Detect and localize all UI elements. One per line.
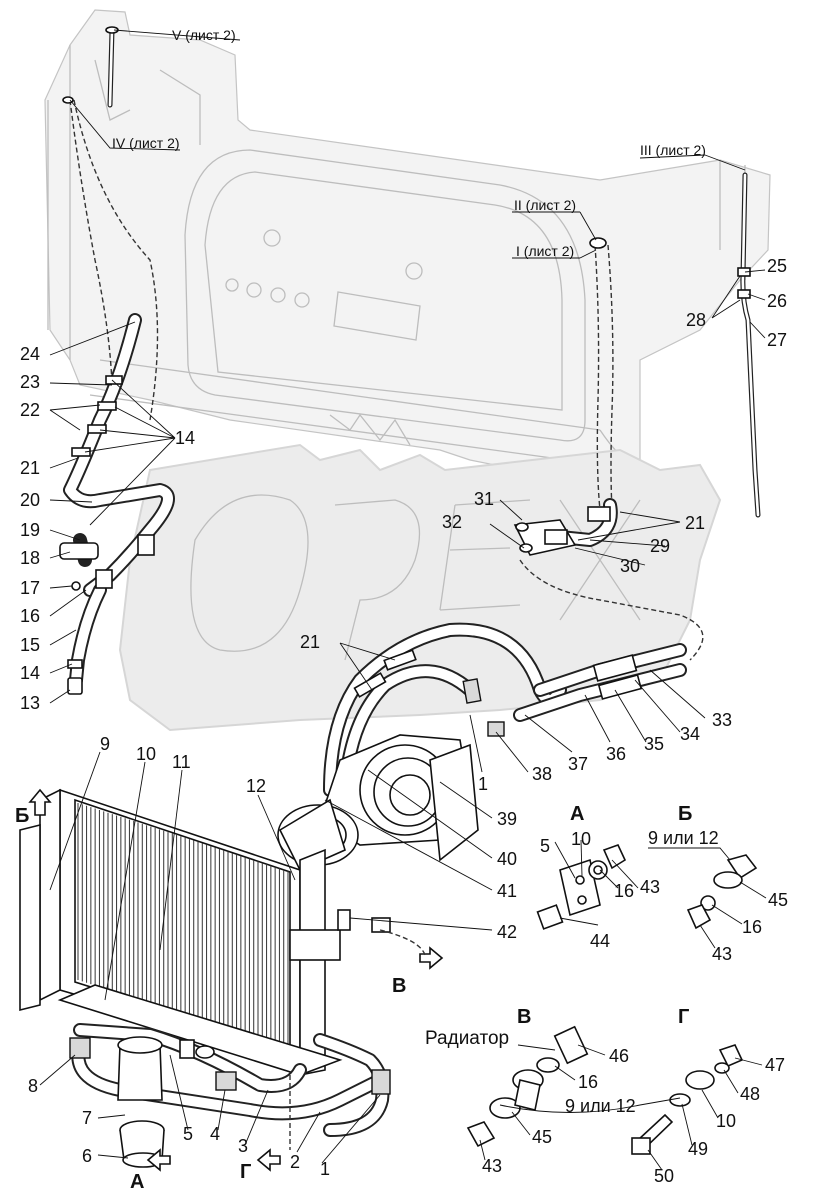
condenser-radiator <box>19 788 391 1076</box>
callout-16-view-v: 16 <box>578 1072 598 1092</box>
callout-38: 38 <box>532 764 552 784</box>
ref-iii-sheet2: III (лист 2) <box>640 142 706 158</box>
callout-26: 26 <box>767 291 787 311</box>
callout-28: 28 <box>686 310 706 330</box>
callout-10-view-g: 10 <box>716 1111 736 1131</box>
callout-23: 23 <box>20 372 40 392</box>
view-letter-g-arrow: Г <box>240 1161 251 1183</box>
bottom-hose-assembly <box>69 1023 391 1168</box>
view-letter-v-arrow: В <box>392 975 406 997</box>
callout-14-bottom: 14 <box>20 663 40 683</box>
callout-21-compressor: 21 <box>300 632 320 652</box>
callout-7: 7 <box>82 1108 92 1128</box>
callout-21-left: 21 <box>20 458 40 478</box>
callout-48: 48 <box>740 1084 760 1104</box>
callout-15: 15 <box>20 635 40 655</box>
callout-44: 44 <box>590 931 610 951</box>
callout-32: 32 <box>442 512 462 532</box>
compressor <box>277 734 479 872</box>
note-nine-or-twelve-v: 9 или 12 <box>565 1096 636 1116</box>
callout-4: 4 <box>210 1124 220 1144</box>
callout-14-top: 14 <box>175 428 195 448</box>
callout-22: 22 <box>20 400 40 420</box>
detail-view-g <box>631 1044 744 1155</box>
watermark-logo <box>118 443 722 732</box>
callout-43-view-v: 43 <box>482 1156 502 1176</box>
callout-18: 18 <box>20 548 40 568</box>
callout-16-left: 16 <box>20 606 40 626</box>
left-hose-assembly <box>59 26 175 695</box>
callout-46: 46 <box>609 1046 629 1066</box>
callout-29: 29 <box>650 536 670 556</box>
callout-3: 3 <box>238 1136 248 1156</box>
view-arrows <box>28 788 444 1172</box>
callout-45-view-v: 45 <box>532 1127 552 1147</box>
sheet-references: V (лист 2) IV (лист 2) III (лист 2) II (… <box>112 27 706 259</box>
callout-35: 35 <box>644 734 664 754</box>
callout-10: 10 <box>136 744 156 764</box>
view-title-g: Г <box>678 1006 689 1028</box>
callout-43-view-a: 43 <box>640 877 660 897</box>
detail-view-v <box>466 1025 589 1148</box>
callout-21-upper: 21 <box>685 513 705 533</box>
note-nine-or-twelve-b: 9 или 12 <box>648 828 719 848</box>
callout-25: 25 <box>767 256 787 276</box>
callout-20: 20 <box>20 490 40 510</box>
leader-lines <box>39 29 767 1171</box>
notes: Радиатор 9 или 12 9 или 12 <box>425 828 719 1116</box>
view-letter-a-arrow: А <box>130 1171 144 1193</box>
callout-39: 39 <box>497 809 517 829</box>
callout-31: 31 <box>474 489 494 509</box>
callout-6: 6 <box>82 1146 92 1166</box>
callout-37: 37 <box>568 754 588 774</box>
callout-27: 27 <box>767 330 787 350</box>
callout-50: 50 <box>654 1166 674 1186</box>
callout-numbers: 24 23 22 14 21 20 19 18 17 16 15 14 13 2… <box>20 256 788 1186</box>
callout-12: 12 <box>246 776 266 796</box>
callout-1-compressor: 1 <box>478 774 488 794</box>
callout-42: 42 <box>497 922 517 942</box>
note-radiator: Радиатор <box>425 1028 509 1049</box>
callout-5-view-a: 5 <box>540 836 550 856</box>
callout-30: 30 <box>620 556 640 576</box>
detail-view-a <box>536 844 627 930</box>
ref-v-sheet2: V (лист 2) <box>172 27 236 43</box>
callout-8: 8 <box>28 1076 38 1096</box>
callout-24: 24 <box>20 344 40 364</box>
callout-41: 41 <box>497 881 517 901</box>
callout-1-bottom: 1 <box>320 1159 330 1179</box>
callout-17: 17 <box>20 578 40 598</box>
callout-43-view-b: 43 <box>712 944 732 964</box>
view-letter-b-arrow: Б <box>15 805 29 827</box>
callout-47: 47 <box>765 1055 785 1075</box>
callout-19: 19 <box>20 520 40 540</box>
callout-9: 9 <box>100 734 110 754</box>
callout-2: 2 <box>290 1152 300 1172</box>
view-title-v: В <box>517 1006 531 1028</box>
view-title-b: Б <box>678 803 692 825</box>
detail-view-b <box>686 854 758 930</box>
callout-45-view-b: 45 <box>768 890 788 910</box>
compressor-hoses <box>323 622 687 797</box>
callout-33: 33 <box>712 710 732 730</box>
callout-11: 11 <box>172 752 191 772</box>
ref-i-sheet2: I (лист 2) <box>516 243 574 259</box>
callout-34: 34 <box>680 724 700 744</box>
callout-40: 40 <box>497 849 517 869</box>
ref-ii-sheet2: II (лист 2) <box>514 197 576 213</box>
ref-iv-sheet2: IV (лист 2) <box>112 135 180 151</box>
callout-10-view-a: 10 <box>571 829 591 849</box>
view-title-a: А <box>570 803 584 825</box>
callout-49: 49 <box>688 1139 708 1159</box>
callout-13: 13 <box>20 693 40 713</box>
radiator-fins <box>77 803 289 1048</box>
view-letters: Б А Г В А Б В Г <box>15 803 692 1193</box>
cab-frame-ghost <box>44 9 771 501</box>
callout-5-bottom: 5 <box>183 1124 193 1144</box>
callout-36: 36 <box>606 744 626 764</box>
callout-16-view-b: 16 <box>742 917 762 937</box>
callout-16-view-a: 16 <box>614 881 634 901</box>
